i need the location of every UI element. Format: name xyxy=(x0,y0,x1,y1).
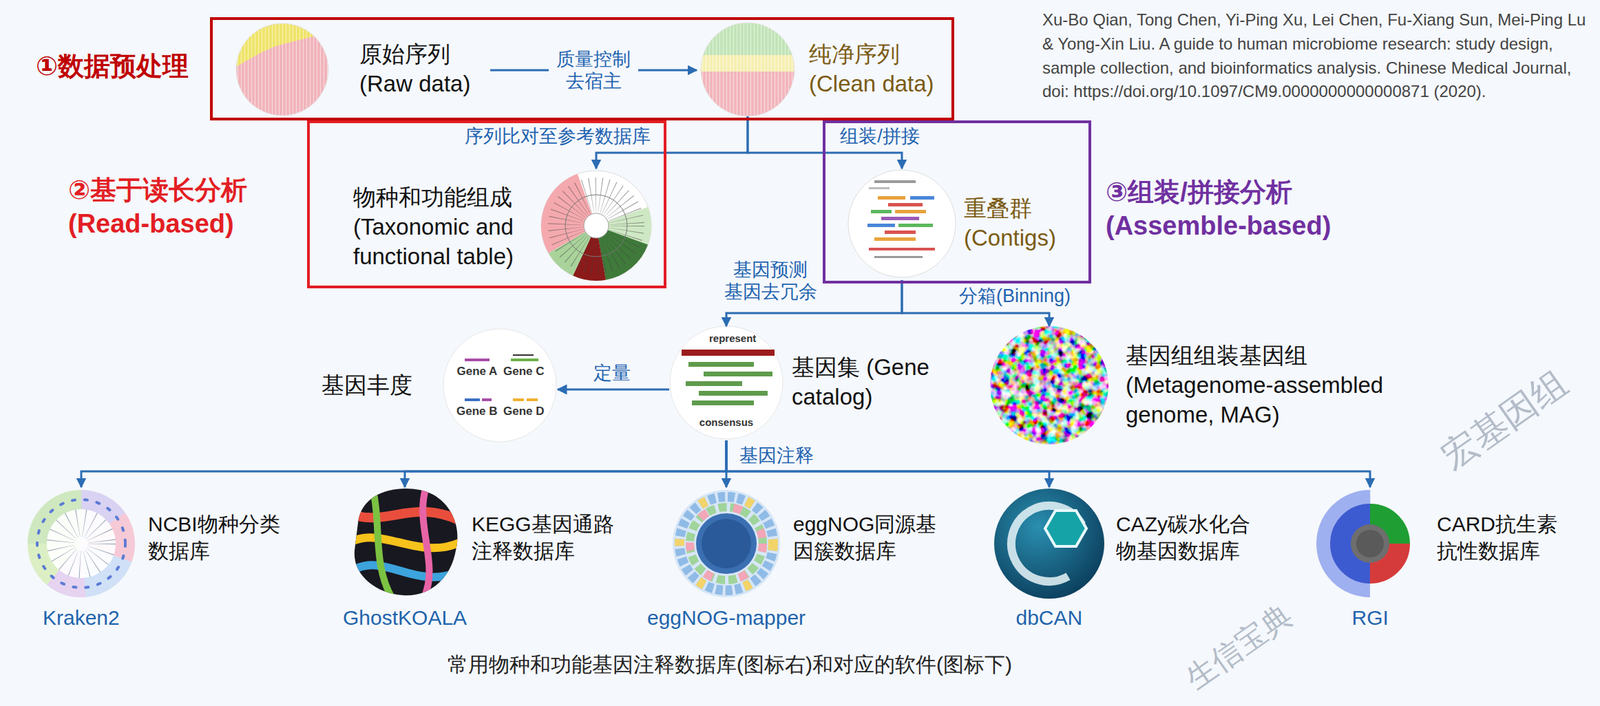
edge-label: 基因预测 基因去冗余 xyxy=(720,258,821,304)
database-node: CARD抗生素 抗性数据库 RGI xyxy=(1287,487,1572,635)
database-node: eggNOG同源基 因簇数据库 eggNOG-mapper xyxy=(643,487,949,635)
result-node: 基因组组装基因组 (Metagenome-assembled genome, M… xyxy=(988,326,1402,445)
edge-label: 组装/拼接 xyxy=(831,125,929,148)
edge-label: 定量 xyxy=(589,362,635,385)
figure-label: consensus xyxy=(697,415,756,430)
caption: 常用物种和功能基因注释数据库(图标右)和对应的软件(图标下) xyxy=(385,651,1075,679)
connector xyxy=(726,440,1050,488)
connector xyxy=(557,388,670,392)
rgi-icon xyxy=(1343,517,1397,571)
gene-abundance-figure xyxy=(443,329,557,442)
figure-label: represent xyxy=(709,331,772,346)
kegg-icon xyxy=(347,485,465,599)
connector xyxy=(81,440,727,488)
watermark: 宏基因组 xyxy=(1433,361,1576,479)
data-node: 纯净序列 (Clean data) xyxy=(696,22,951,117)
stage-heading: ②基于读长分析 (Read-based) xyxy=(68,173,265,242)
node-text: 原始序列 (Raw data) xyxy=(359,39,487,100)
eggnog-icon xyxy=(672,490,781,598)
mag-figure xyxy=(990,326,1109,445)
clean-reads-figure xyxy=(700,22,795,117)
gene-catalog-figure xyxy=(669,326,783,440)
edge-label: 分箱(Binning) xyxy=(953,285,1077,308)
edge-label: 基因注释 xyxy=(733,444,820,467)
node-text: CAZy碳水化合 物基因数据库 xyxy=(1116,510,1261,565)
contigs-figure xyxy=(848,170,956,278)
result-node: 物种和功能组成 (Taxonomic and functional table) xyxy=(347,168,655,283)
tool-name: RGI xyxy=(1352,604,1389,632)
kraken2-icon xyxy=(27,490,135,598)
gene-label: Gene B xyxy=(456,404,498,420)
node-text: KEGG基因通路 注释数据库 xyxy=(471,510,624,565)
stage-heading: ①数据预处理 xyxy=(35,49,215,84)
node-text: NCBI物种分类 数据库 xyxy=(148,510,293,565)
edge-label: 序列比对至参考数据库 xyxy=(457,125,658,148)
tool-name: Kraken2 xyxy=(42,604,120,632)
stage-heading: ③组装/拼接分析 (Assemble-based) xyxy=(1105,175,1347,244)
raw-reads-figure xyxy=(236,23,329,116)
node-text: CARD抗生素 抗性数据库 xyxy=(1436,510,1568,565)
database-node: NCBI物种分类 数据库 Kraken2 xyxy=(6,487,297,635)
tool-name: eggNOG-mapper xyxy=(647,604,806,632)
dbcan-icon xyxy=(994,488,1105,599)
node-text: 基因组组装基因组 (Metagenome-assembled genome, M… xyxy=(1125,341,1395,431)
result-node: 基因丰度 xyxy=(316,327,558,444)
gene-label: Gene D xyxy=(503,404,545,420)
node-text: eggNOG同源基 因簇数据库 xyxy=(793,510,945,565)
gene-label: Gene A xyxy=(457,364,498,380)
node-text: 重叠群 (Contigs) xyxy=(963,194,1068,254)
node-text: 基因集 (Gene catalog) xyxy=(791,353,951,413)
taxonomy-tree-figure xyxy=(541,170,652,281)
result-node: 重叠群 (Contigs) xyxy=(845,168,1083,281)
gene-label: Gene C xyxy=(503,364,545,380)
node-text: 基因丰度 xyxy=(321,371,418,401)
database-node: CAZy碳水化合 物基因数据库 dbCAN xyxy=(966,487,1265,635)
database-node: KEGG基因通路 注释数据库 GhostKOALA xyxy=(322,487,628,635)
citation: Xu-Bo Qian, Tong Chen, Yi-Ping Xu, Lei C… xyxy=(1042,8,1590,104)
edge-label: 质量控制 去宿主 xyxy=(548,48,639,93)
watermark: 生信宝典 xyxy=(1179,597,1300,697)
connector xyxy=(726,440,1371,488)
data-node: 原始序列 (Raw data) xyxy=(234,22,491,117)
tool-name: GhostKOALA xyxy=(342,604,467,632)
node-text: 物种和功能组成 (Taxonomic and functional table) xyxy=(353,183,529,272)
connector xyxy=(404,440,727,488)
node-text: 纯净序列 (Clean data) xyxy=(808,39,947,100)
tool-name: dbCAN xyxy=(1016,604,1083,632)
